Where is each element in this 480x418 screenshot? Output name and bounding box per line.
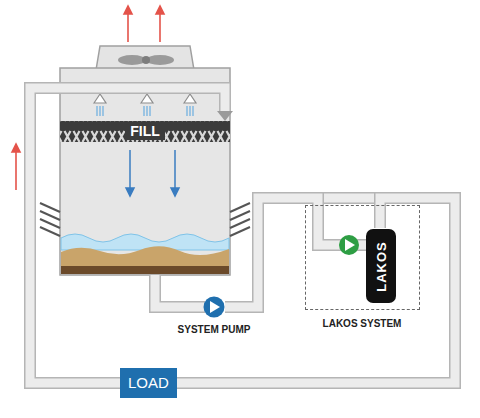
pipe-stroke: [30, 88, 225, 383]
lakos-system-box: LAKOS SYSTEMLAKOS: [305, 205, 420, 310]
fill-hatch: [60, 121, 230, 142]
flow-arrowhead: [217, 111, 233, 121]
fan: [118, 55, 174, 65]
separator-pump: [339, 235, 359, 255]
basin-water: [61, 234, 229, 250]
lakos-separator: LAKOS: [366, 229, 396, 303]
pipe-connector: [177, 198, 455, 383]
load-label: LOAD: [128, 374, 169, 392]
basin-sludge: [61, 266, 229, 274]
pump-label: SYSTEM PUMP: [178, 324, 251, 335]
brand-label: LAKOS: [374, 241, 389, 292]
fill-band: FILL: [60, 121, 230, 142]
system-label: LAKOS SYSTEM: [323, 318, 402, 329]
pipe-stroke: [177, 198, 455, 383]
static-pipes: [155, 198, 380, 307]
pipe-connector: [30, 88, 233, 383]
pipe-stroke: [30, 88, 225, 383]
water-flow-arrows: [126, 150, 179, 196]
fill-label: FILL: [125, 123, 165, 140]
exhaust-arrows: [124, 6, 164, 42]
system-pump: SYSTEM PUMP: [203, 296, 225, 318]
pump-symbol: [203, 296, 225, 318]
pipe-stroke: [177, 198, 455, 383]
spray-nozzles: [94, 94, 196, 116]
load-box: LOAD: [120, 368, 177, 398]
fan-hood: [96, 46, 194, 70]
fill-band-bg: [60, 121, 230, 142]
basin-sediment: [61, 246, 229, 268]
air-louvers: [40, 203, 250, 236]
tower-body: [60, 68, 230, 275]
return-flow-arrow: [12, 144, 20, 190]
